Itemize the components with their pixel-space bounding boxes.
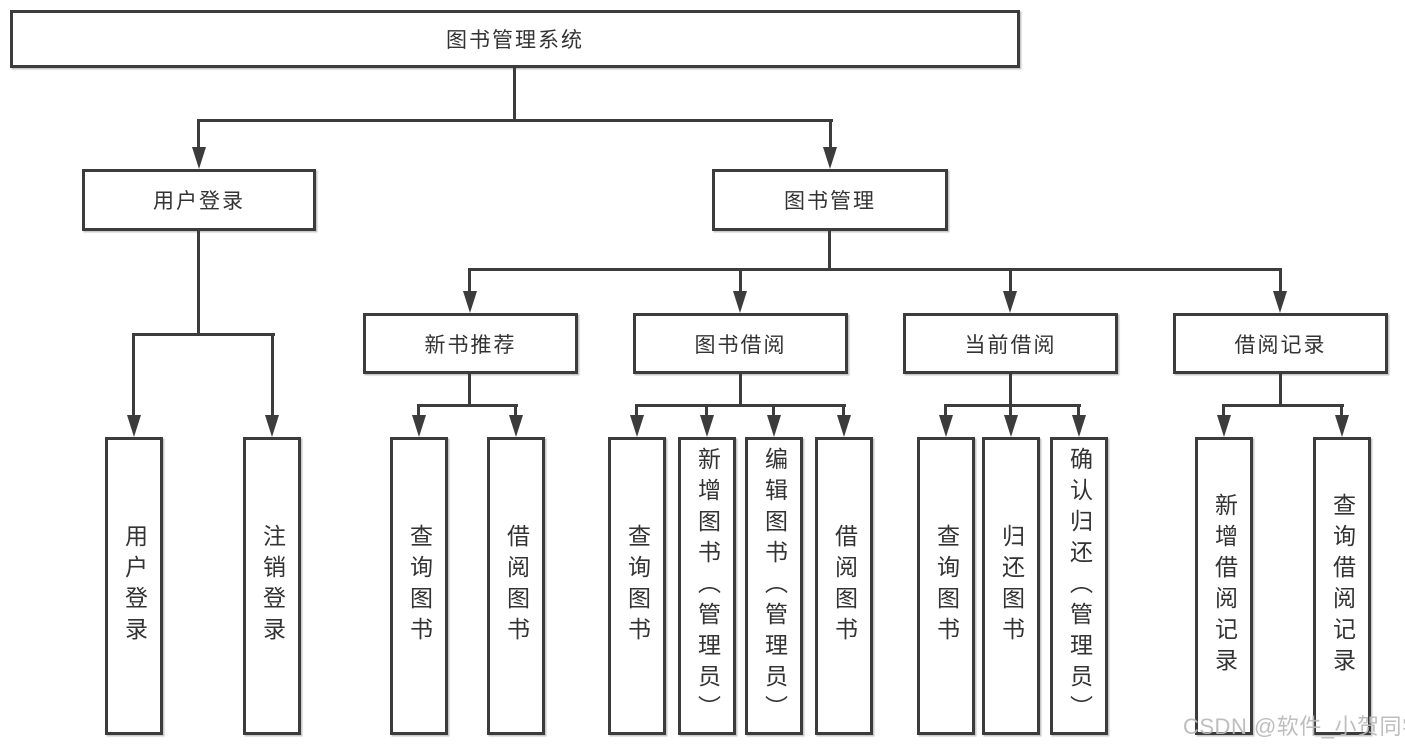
leaf-query-borrow-record: 查询借阅记录: [1313, 437, 1371, 735]
leaf-label: 查询图书: [624, 524, 651, 648]
connector-line: [132, 333, 275, 336]
leaf-label: 借阅图书: [831, 524, 858, 648]
leaf-borrow-books: 借阅图书: [815, 437, 873, 735]
arrow-down: [412, 415, 426, 437]
connector-line: [468, 268, 471, 293]
connector-line: [197, 119, 833, 122]
arrow-down: [1072, 415, 1086, 437]
connector-line: [1222, 404, 1225, 417]
leaf-label: 编辑图书（管理员）: [761, 446, 788, 726]
arrow-down: [700, 415, 714, 437]
arrow-down: [1273, 291, 1287, 313]
node-label: 图书管理系统: [446, 29, 584, 52]
leaf-borrow-books-recommend: 借阅图书: [487, 437, 545, 735]
arrow-down: [823, 147, 837, 169]
node-book-management: 图书管理: [712, 169, 948, 231]
arrow-down: [463, 291, 477, 313]
node-label: 新书推荐: [424, 333, 517, 357]
node-book-borrowing: 图书借阅: [633, 313, 848, 374]
arrow-down: [630, 415, 644, 437]
connector-line: [271, 333, 274, 417]
connector-line: [636, 404, 846, 407]
arrow-down: [939, 415, 953, 437]
arrow-down: [837, 415, 851, 437]
connector-line: [828, 231, 831, 271]
leaf-label: 注销登录: [259, 524, 286, 648]
arrow-down: [1003, 291, 1017, 313]
leaf-logout: 注销登录: [243, 437, 301, 735]
leaf-label: 新增图书（管理员）: [694, 446, 721, 726]
leaf-label: 查询图书: [406, 524, 433, 648]
node-user-login: 用户登录: [82, 169, 316, 231]
connector-line: [1279, 268, 1282, 293]
node-library-management-system: 图书管理系统: [10, 10, 1020, 68]
arrow-down: [733, 291, 747, 313]
connector-line: [197, 231, 200, 336]
node-current-borrowing: 当前借阅: [903, 313, 1118, 374]
leaf-label: 查询图书: [933, 524, 960, 648]
leaf-user-login: 用户登录: [105, 437, 163, 735]
leaf-label: 用户登录: [121, 524, 148, 648]
connector-line: [1340, 404, 1343, 417]
node-label: 图书借阅: [694, 333, 787, 357]
node-label: 当前借阅: [964, 333, 1057, 357]
connector-line: [829, 119, 832, 150]
connector-line: [635, 404, 638, 417]
leaf-query-books-borrowing: 查询图书: [608, 437, 666, 735]
node-label: 用户登录: [153, 190, 245, 213]
arrow-down: [767, 415, 781, 437]
node-label: 借阅记录: [1234, 333, 1327, 357]
leaf-label: 确认归还（管理员）: [1066, 446, 1093, 726]
arrow-down: [127, 415, 141, 437]
connector-line: [1279, 374, 1282, 407]
connector-line: [1009, 404, 1012, 417]
connector-line: [468, 374, 471, 407]
connector-line: [944, 404, 1081, 407]
arrow-down: [509, 415, 523, 437]
leaf-label: 借阅图书: [503, 524, 530, 648]
arrow-down: [1004, 415, 1018, 437]
connector-line: [772, 404, 775, 417]
connector-line: [1009, 374, 1012, 407]
connector-line: [197, 119, 200, 150]
leaf-label: 归还图书: [998, 524, 1025, 648]
leaf-return-books: 归还图书: [982, 437, 1040, 735]
arrow-down: [1217, 415, 1231, 437]
arrow-down: [192, 147, 206, 169]
csdn-watermark: CSDN @软件_小贺同学: [1183, 714, 1405, 739]
connector-line: [705, 404, 708, 417]
leaf-query-books-recommend: 查询图书: [390, 437, 448, 735]
connector-line: [944, 404, 947, 417]
connector-line: [417, 404, 420, 417]
node-new-book-recommend: 新书推荐: [363, 313, 578, 374]
connector-line: [513, 68, 516, 122]
arrow-down: [1335, 415, 1349, 437]
node-borrowing-records: 借阅记录: [1173, 313, 1388, 374]
connector-line: [469, 268, 1282, 271]
connector-line: [1222, 404, 1344, 407]
leaf-add-borrow-record: 新增借阅记录: [1195, 437, 1253, 735]
leaf-add-books-admin: 新增图书（管理员）: [678, 437, 736, 735]
leaf-confirm-return-admin: 确认归还（管理员）: [1050, 437, 1108, 735]
connector-line: [1077, 404, 1080, 417]
connector-line: [132, 333, 135, 417]
connector-line: [1009, 268, 1012, 293]
leaf-query-books-current: 查询图书: [917, 437, 975, 735]
arrow-down: [265, 415, 279, 437]
leaf-label: 查询借阅记录: [1329, 493, 1356, 679]
connector-line: [417, 404, 518, 407]
leaf-edit-books-admin: 编辑图书（管理员）: [745, 437, 803, 735]
node-label: 图书管理: [784, 190, 876, 213]
leaf-label: 新增借阅记录: [1211, 493, 1238, 679]
connector-line: [842, 404, 845, 417]
connector-line: [514, 404, 517, 417]
connector-line: [739, 268, 742, 293]
connector-line: [739, 374, 742, 407]
